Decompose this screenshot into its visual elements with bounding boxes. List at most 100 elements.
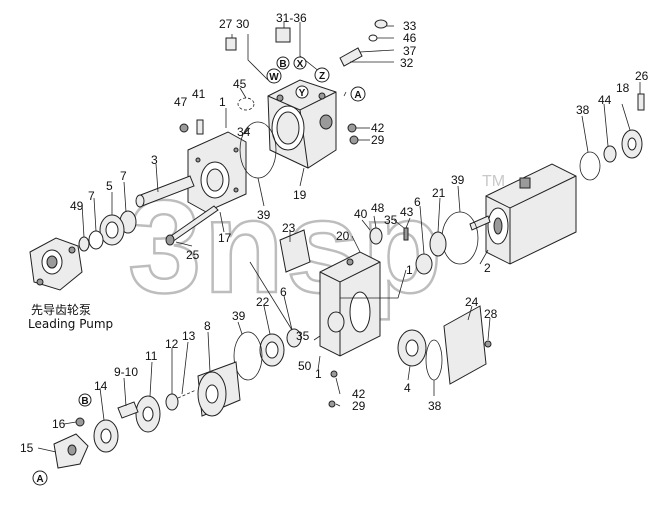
label-5: 5 xyxy=(106,179,113,193)
label-37: 37 xyxy=(403,44,417,58)
part-37-32 xyxy=(339,47,363,67)
label-8: 8 xyxy=(204,319,211,333)
label-23: 23 xyxy=(282,221,296,235)
label-14: 14 xyxy=(94,379,108,393)
svg-text:A: A xyxy=(36,474,43,485)
label-47: 47 xyxy=(174,95,188,109)
label-39-lower: 39 xyxy=(232,309,246,323)
swash-holder-15 xyxy=(53,433,89,469)
regulator-housing xyxy=(267,79,337,169)
label-41: 41 xyxy=(192,87,206,101)
ref-z: Z xyxy=(314,67,330,83)
label-33: 33 xyxy=(403,19,417,33)
label-1-top: 1 xyxy=(219,95,226,109)
plate-23 xyxy=(279,229,311,273)
pin-16 xyxy=(75,417,85,427)
part-43 xyxy=(403,227,409,241)
label-31-36: 31-36 xyxy=(276,11,307,25)
label-42-top: 42 xyxy=(371,121,385,135)
label-1-right: 1 xyxy=(406,263,413,277)
label-32: 32 xyxy=(400,56,414,70)
ref-x: X xyxy=(293,56,307,70)
watermark: 3nsp TM xyxy=(127,172,505,322)
leading-pump xyxy=(29,237,83,291)
front-cover xyxy=(187,131,247,213)
plug-29-lower xyxy=(328,400,336,408)
seal-6-mid xyxy=(286,328,302,348)
label-29-top: 29 xyxy=(371,133,385,147)
ref-w: W xyxy=(266,68,282,84)
svg-text:A: A xyxy=(354,90,361,101)
part-48 xyxy=(369,227,383,245)
label-28: 28 xyxy=(484,307,498,321)
ref-b-top: B xyxy=(276,56,290,70)
label-13: 13 xyxy=(182,329,196,343)
label-38-lower: 38 xyxy=(428,399,442,413)
valve-plate-4-hole xyxy=(405,339,419,357)
swash-plate-14-hole xyxy=(100,428,112,444)
svg-text:W: W xyxy=(269,72,279,83)
label-39-right: 39 xyxy=(451,173,465,187)
label-19: 19 xyxy=(293,188,307,202)
label-22: 22 xyxy=(256,295,270,309)
label-35-upper: 35 xyxy=(384,213,398,227)
label-38-right: 38 xyxy=(576,103,590,117)
label-35-lower: 35 xyxy=(296,329,310,343)
part-47 xyxy=(179,123,189,133)
label-15: 15 xyxy=(20,441,34,455)
cylinder-block-8 xyxy=(197,361,241,417)
label-7-upper: 7 xyxy=(120,169,127,183)
ring-7 xyxy=(88,230,104,250)
leader-lines xyxy=(37,22,641,453)
part-46 xyxy=(368,34,378,42)
label-43: 43 xyxy=(400,205,414,219)
bolt-17-head xyxy=(165,234,175,246)
spring-12 xyxy=(165,393,179,411)
reference-markers: W B X Y Z A B A xyxy=(32,56,366,486)
label-12: 12 xyxy=(165,337,179,351)
label-20: 20 xyxy=(336,229,350,243)
drive-shaft xyxy=(135,175,195,208)
shaft-2 xyxy=(469,215,491,231)
bearing-5-inner xyxy=(105,221,119,239)
label-17: 17 xyxy=(218,231,232,245)
ring-49 xyxy=(78,236,90,252)
label-46: 46 xyxy=(403,31,417,45)
label-16: 16 xyxy=(52,417,66,431)
plug-42-lower xyxy=(330,370,338,378)
screw-28 xyxy=(484,340,492,348)
label-2: 2 xyxy=(484,261,491,275)
port-block xyxy=(319,251,381,357)
caption-chinese: 先导齿轮泵 xyxy=(31,303,91,317)
label-34: 34 xyxy=(237,125,251,139)
label-25: 25 xyxy=(186,248,200,262)
label-11: 11 xyxy=(145,349,158,363)
part-45 xyxy=(237,97,255,111)
label-24: 24 xyxy=(465,295,479,309)
bearing-21 xyxy=(429,231,447,257)
label-44: 44 xyxy=(598,93,612,107)
label-39-upper: 39 xyxy=(257,208,271,222)
label-29-lower: 29 xyxy=(352,399,366,413)
ref-a-top: A xyxy=(350,86,366,102)
label-9-10: 9-10 xyxy=(114,365,138,379)
label-7-lower: 7 xyxy=(88,189,95,203)
pump-casing xyxy=(485,163,577,265)
ref-y: Y xyxy=(295,85,309,99)
label-1-lower: 1 xyxy=(315,367,322,381)
svg-text:Y: Y xyxy=(299,88,306,99)
seal-44 xyxy=(603,145,617,163)
cover-24 xyxy=(443,305,487,385)
label-30: 30 xyxy=(236,17,250,31)
label-42-lower: 42 xyxy=(352,387,366,401)
label-18: 18 xyxy=(616,81,630,95)
svg-text:X: X xyxy=(297,59,304,70)
gasket-39-right xyxy=(441,211,479,265)
bearing-22-inner xyxy=(265,341,279,359)
svg-text:Z: Z xyxy=(319,71,325,82)
label-6-lower: 6 xyxy=(280,285,287,299)
part-27-30 xyxy=(225,37,237,51)
label-6-upper: 6 xyxy=(414,195,421,209)
cover-18-inner xyxy=(627,137,637,151)
